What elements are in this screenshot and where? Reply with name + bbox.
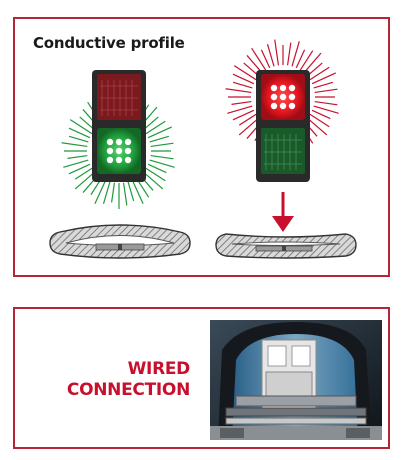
- glow-ray: [94, 179, 107, 205]
- glow-ray: [246, 55, 263, 74]
- glow-ray: [131, 179, 144, 205]
- glow-ray: [314, 100, 338, 106]
- glow-ray: [145, 120, 166, 135]
- glow-ray: [238, 113, 257, 126]
- glow-ray: [102, 181, 111, 204]
- glow-ray: [251, 47, 267, 71]
- glow-ray: [227, 105, 253, 114]
- glow-ray: [231, 100, 252, 105]
- glow-ray: [63, 159, 89, 168]
- glow-ray: [67, 154, 88, 159]
- glow-ray: [69, 119, 93, 135]
- panel-title: Conductive profile: [33, 34, 185, 52]
- glow-ray: [150, 142, 174, 148]
- glow-ray: [149, 135, 170, 143]
- glow-ray: [147, 126, 173, 139]
- glow-ray: [68, 127, 91, 139]
- glow-ray: [306, 117, 328, 136]
- glow-ray: [311, 72, 337, 85]
- glow-ray: [309, 66, 330, 81]
- glow-ray: [303, 52, 322, 74]
- glow-ray: [150, 154, 174, 160]
- glow-ray: [145, 167, 166, 182]
- glow-ray: [233, 65, 257, 81]
- glow-ray: [313, 105, 339, 114]
- glow-ray: [147, 163, 167, 174]
- traffic-light-red-active: [225, 39, 339, 182]
- glow-ray: [274, 39, 280, 66]
- traffic-light-green-active: [61, 70, 175, 209]
- glow-ray: [232, 73, 255, 85]
- glow-ray: [127, 181, 135, 202]
- glow-ray: [238, 117, 260, 136]
- glow-ray: [232, 81, 253, 89]
- glow-ray: [225, 88, 252, 94]
- glow-ray: [74, 167, 93, 180]
- wired-connection-photo: [210, 320, 382, 440]
- glow-ray: [260, 49, 271, 69]
- glow-ray: [286, 42, 292, 66]
- profile-relaxed: [49, 224, 191, 259]
- glow-ray: [61, 142, 88, 148]
- glow-ray: [266, 44, 275, 67]
- glow-ray: [309, 113, 330, 128]
- heading-line-1: WIRED: [127, 359, 191, 379]
- glow-ray: [142, 171, 164, 190]
- glow-ray: [311, 109, 331, 120]
- wired-connection-heading: WIRED CONNECTION: [67, 359, 190, 401]
- glow-ray: [313, 81, 334, 89]
- heading-line-2: CONNECTION: [66, 380, 190, 400]
- glow-ray: [122, 182, 128, 206]
- glow-ray: [68, 135, 89, 143]
- glow-ray: [149, 159, 175, 168]
- glow-ray: [299, 50, 314, 71]
- glow-ray: [68, 163, 91, 175]
- glow-ray: [111, 182, 116, 203]
- down-arrow-icon: [272, 192, 294, 232]
- glow-ray: [74, 171, 96, 190]
- glow-ray: [314, 88, 338, 94]
- glow-ray: [295, 49, 306, 69]
- profile-compressed: [215, 233, 357, 259]
- glow-ray: [291, 41, 300, 67]
- glow-ray: [232, 109, 255, 121]
